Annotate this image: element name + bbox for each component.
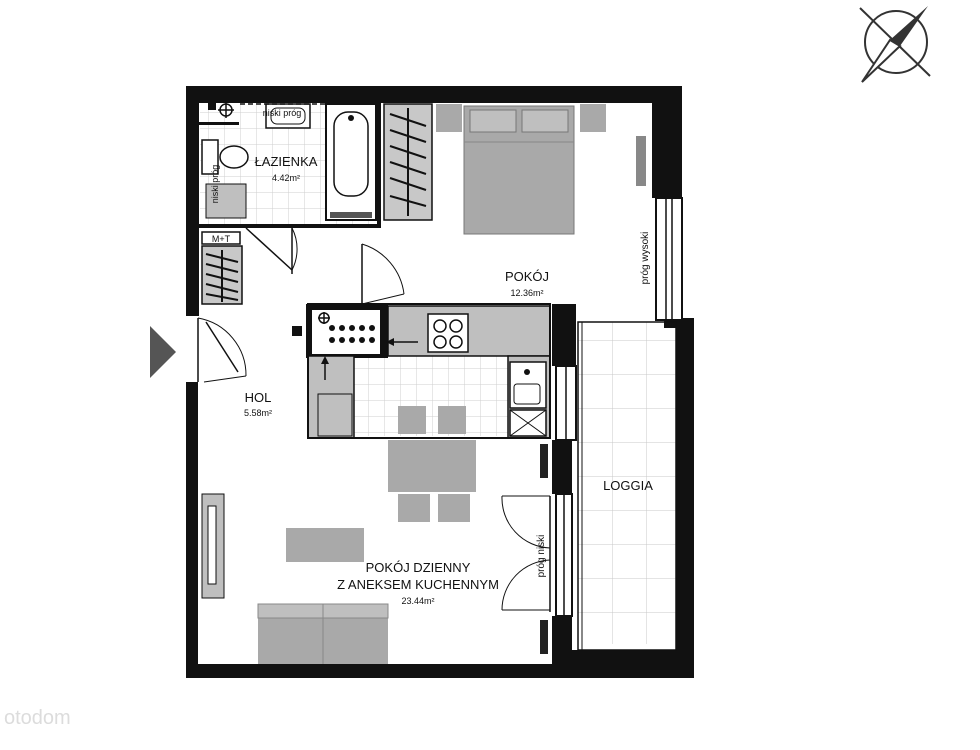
- walls: [186, 86, 694, 678]
- room-area-living: 23.44m²: [401, 596, 434, 606]
- loggia-floor: [578, 322, 676, 644]
- bedroom-furniture: [436, 104, 606, 235]
- bedroom-wardrobe: [383, 103, 433, 221]
- living-radiator-1: [540, 444, 548, 478]
- toilet: [201, 139, 249, 175]
- kitchen-sink: [509, 361, 547, 409]
- arrow-left-icon: [386, 338, 394, 346]
- bath-valve-icon: [208, 102, 234, 118]
- watermark-logo: otodom: [4, 707, 71, 729]
- dining-set: [388, 406, 476, 522]
- cooktop: [427, 313, 469, 353]
- room-area-hall: 5.58m²: [244, 408, 272, 418]
- wall-right-upper: [652, 86, 682, 198]
- threshold-label-bath-top: niski próg: [263, 108, 302, 118]
- wall-bathroom-right: [377, 103, 381, 228]
- boiler: [312, 310, 380, 354]
- fridge: [317, 393, 353, 437]
- living-radiator-2: [540, 620, 548, 654]
- wall-left-lower: [186, 382, 198, 678]
- bedroom-window: [655, 197, 683, 321]
- wall-loggia-bottom: [552, 650, 694, 678]
- room-name-bedroom: POKÓJ: [505, 269, 549, 284]
- threshold-label-loggia: próg niski: [536, 535, 547, 578]
- room-area-bedroom: 12.36m²: [510, 288, 543, 298]
- washing-machine: [205, 183, 247, 219]
- wall-bathroom-bottom: [199, 224, 379, 228]
- bedroom-radiator: [636, 136, 646, 186]
- living-window: [555, 365, 577, 617]
- loggia-frame: [577, 321, 677, 651]
- room-name-hall: HOL: [245, 390, 272, 405]
- room-name-living-line1: POKÓJ DZIENNY: [366, 560, 471, 575]
- bathroom-door: [245, 227, 298, 274]
- gas-meter-icon: [292, 326, 302, 336]
- room-name-bathroom: ŁAZIENKA: [255, 154, 318, 169]
- room-area-bathroom: 4.42m²: [272, 173, 300, 183]
- wall-loggia-right: [676, 318, 694, 678]
- entrance-arrow-icon: [150, 326, 176, 378]
- entrance-door: [197, 317, 247, 383]
- wall-bottom: [186, 664, 552, 678]
- sofa: [257, 603, 389, 664]
- meter-cabinet: M+T: [201, 231, 241, 245]
- threshold-label-bedroom: próg wysoki: [640, 232, 651, 285]
- coffee-table: [286, 528, 364, 562]
- room-name-living-line2: Z ANEKSEM KUCHENNYM: [337, 577, 499, 592]
- wall-pillar-top: [552, 304, 576, 366]
- wall-pillar-bottom: [552, 616, 572, 678]
- arrow-up-icon: [321, 356, 329, 364]
- hall-wardrobe: [201, 245, 243, 305]
- wall-top: [186, 86, 670, 103]
- wall-bath-shelf: [199, 122, 239, 125]
- bedroom-door: [361, 243, 405, 305]
- threshold-label-bath-side: niski próg: [210, 165, 220, 204]
- compass-icon: [859, 6, 931, 83]
- bathroom-sink: [265, 103, 311, 129]
- room-name-loggia: LOGGIA: [603, 478, 653, 493]
- wall-pillar-mid: [552, 440, 572, 494]
- wall-left-upper: [186, 86, 199, 316]
- tv-stand: [201, 493, 225, 599]
- bathtub: [325, 103, 377, 221]
- meter-label: M+T: [212, 234, 231, 244]
- dishwasher: [509, 409, 547, 437]
- loggia-door: [501, 495, 551, 612]
